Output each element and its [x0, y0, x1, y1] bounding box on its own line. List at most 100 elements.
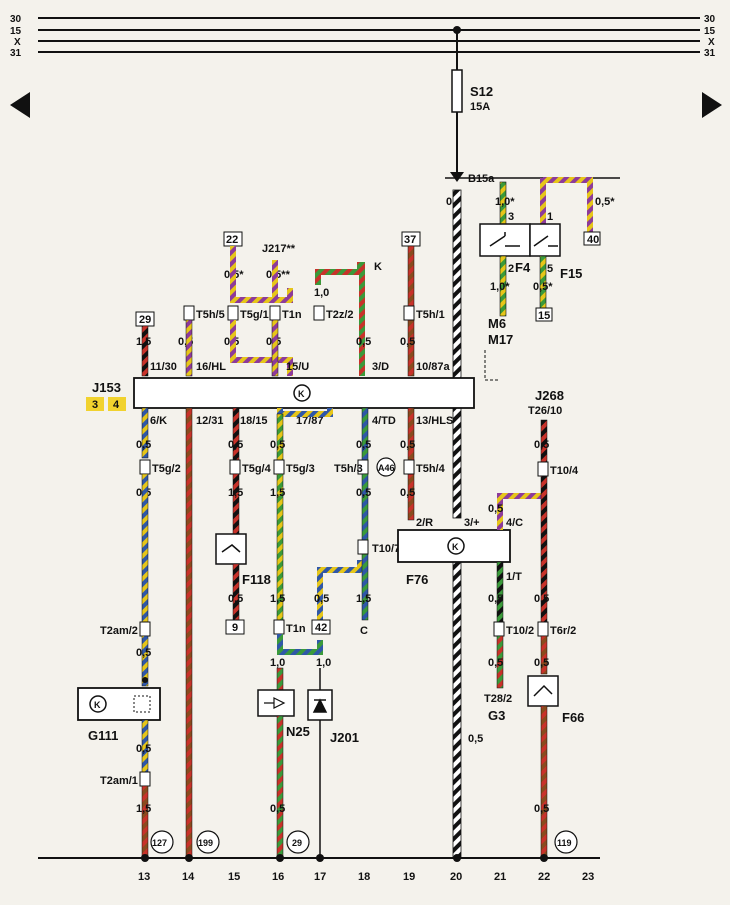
- column-numbers: 13 14 15 16 17 18 19 20 21 22 23: [138, 871, 594, 883]
- conn-t10-7: T10/7: [372, 543, 400, 555]
- f76-k-symbol: K: [452, 542, 459, 552]
- col-22: 22: [538, 871, 550, 883]
- wire-gauge-18-b: 0,5: [356, 487, 371, 499]
- label-k-top: K: [374, 261, 382, 273]
- sender-f66-body: [527, 675, 559, 707]
- wire-gauge-22-c: 0,5: [534, 657, 549, 669]
- wire-gauge-19-b: 0,5: [400, 487, 415, 499]
- component-g111: G111: [88, 728, 118, 743]
- col-18: 18: [358, 871, 370, 883]
- arrow-right-icon[interactable]: [702, 92, 722, 118]
- fuse-name: S12: [470, 84, 493, 99]
- conn-t1n-top: T1n: [282, 309, 302, 321]
- conn-t5g-2: T5g/2: [152, 463, 181, 475]
- relay-f15-name: F15: [560, 266, 582, 281]
- g111-k-symbol: K: [94, 700, 101, 710]
- component-g3: G3: [488, 708, 505, 723]
- ref-42: 42: [315, 622, 327, 634]
- conn-t5h-4: T5h/4: [416, 463, 446, 475]
- rail-label-30-left: 30: [10, 14, 22, 25]
- wire-gauge-16-top: 0,5**: [266, 269, 291, 281]
- j153-pin-16-hl: 16/HL: [196, 361, 226, 373]
- top-feeds: 29 1,5 11/30 22 J217** 0,5* 0,5** T5h/5 …: [135, 231, 451, 377]
- f76-pin-1-t: 1/T: [506, 571, 522, 583]
- j153-pin-13-hls: 13/HLS: [416, 415, 453, 427]
- j153-pin-12-31: 12/31: [196, 415, 224, 427]
- conn-t5g-1: T5g/1: [240, 309, 269, 321]
- conn-t5g-4: T5g/4: [242, 463, 272, 475]
- column-15: 0,5 T5g/4 1,5 F118 0,5 9: [215, 407, 272, 635]
- ref-119: 119: [557, 838, 572, 848]
- rail-label-30-right: 30: [704, 14, 716, 25]
- module-f76-name: F76: [406, 572, 428, 587]
- rail-label-x-left: X: [14, 37, 21, 48]
- j268-pin: T26/10: [528, 405, 562, 417]
- control-unit-k-icon: [447, 537, 465, 555]
- sensor-icon: [133, 695, 151, 713]
- wire-gauge-20: 0,5: [468, 733, 483, 745]
- wire-gauge-18-top: 0,5: [356, 336, 371, 348]
- ground-node-20: [453, 854, 461, 862]
- component-f118: F118: [242, 572, 271, 587]
- wire-20-upper: [452, 189, 462, 519]
- ref-circle-119: [554, 830, 578, 854]
- col-13: 13: [138, 871, 150, 883]
- label-j217: J217**: [262, 243, 296, 255]
- relay-f4-pin2: 2: [508, 263, 514, 275]
- wire-gauge-f15-top: 0,5*: [595, 196, 615, 208]
- conn-t5h-3: T5h/3: [334, 463, 363, 475]
- column-16: 0,5 T5g/3 1,5 1,5 T1n 1,0 1,0 N25 0,5 29: [257, 408, 333, 862]
- relay-f15-body: [529, 223, 561, 257]
- wire-gauge-f4-bot: 1,0*: [490, 281, 510, 293]
- conn-t10-4: T10/4: [550, 465, 579, 477]
- rail-label-x-right: X: [708, 37, 715, 48]
- ref-199: 199: [198, 838, 213, 848]
- arrow-left-icon[interactable]: [10, 92, 30, 118]
- ground-node-14: [185, 854, 193, 862]
- label-c: C: [360, 625, 368, 637]
- col-16: 16: [272, 871, 284, 883]
- wire-gauge-21-c: 0,5: [488, 657, 503, 669]
- wire-gauge-15-a: 0,5: [228, 439, 243, 451]
- ref-circle-199: [196, 830, 220, 854]
- ref-15: 15: [538, 310, 550, 322]
- conn-t28-2: T28/2: [484, 693, 512, 705]
- ground-node-17: [316, 854, 324, 862]
- j153-pin-17-87: 17/87: [296, 415, 324, 427]
- ref-29-top: 29: [139, 314, 151, 326]
- j153-pin-11-30: 11/30: [150, 361, 177, 373]
- switch-f118-body: [215, 533, 247, 565]
- relay-f15-pin1: 1: [547, 211, 553, 223]
- relay-contact-icon: [489, 232, 520, 247]
- connector-b15a-label: B15a: [468, 173, 495, 185]
- conn-t2am-2: T2am/2: [100, 625, 138, 637]
- relay-f4-body: [479, 223, 531, 257]
- col-14: 14: [182, 871, 195, 883]
- wire-gauge-13-a: 0,5: [136, 439, 151, 451]
- conn-t5g-3: T5g/3: [286, 463, 315, 475]
- col-19: 19: [403, 871, 415, 883]
- j153-pin-15-u: 15/U: [286, 361, 309, 373]
- f76-pin-4-c: 4/C: [506, 517, 523, 529]
- wire-gauge-18-c: 1,5: [356, 593, 371, 605]
- badge-3: [86, 397, 104, 411]
- supply-rails: 30 15 X 31 30 15 X 31: [10, 14, 716, 59]
- component-m17: M17: [488, 332, 513, 347]
- wire-gauge-19-top: 0,5: [400, 336, 415, 348]
- j153-k-symbol: K: [298, 389, 305, 399]
- relay-contact-icon: [533, 684, 553, 697]
- relay-f15-pin5: 5: [547, 263, 553, 275]
- module-j268-name: J268: [535, 388, 564, 403]
- col-15: 15: [228, 871, 240, 883]
- wire-gauge-15-c: 0,5: [228, 593, 243, 605]
- col-17: 17: [314, 871, 326, 883]
- wire-gauge-22-b: 0,5: [534, 593, 549, 605]
- j153-pin-4-td: 4/TD: [372, 415, 396, 427]
- ref-circle-29: [286, 830, 310, 854]
- wire-gauge-17-a: 0,5: [314, 593, 329, 605]
- wire-gauge-22-d: 0,5: [534, 803, 549, 815]
- col-20: 20: [450, 871, 462, 883]
- badge-3-text: 3: [92, 399, 98, 411]
- wire-gauge-16-e: 0,5: [270, 803, 285, 815]
